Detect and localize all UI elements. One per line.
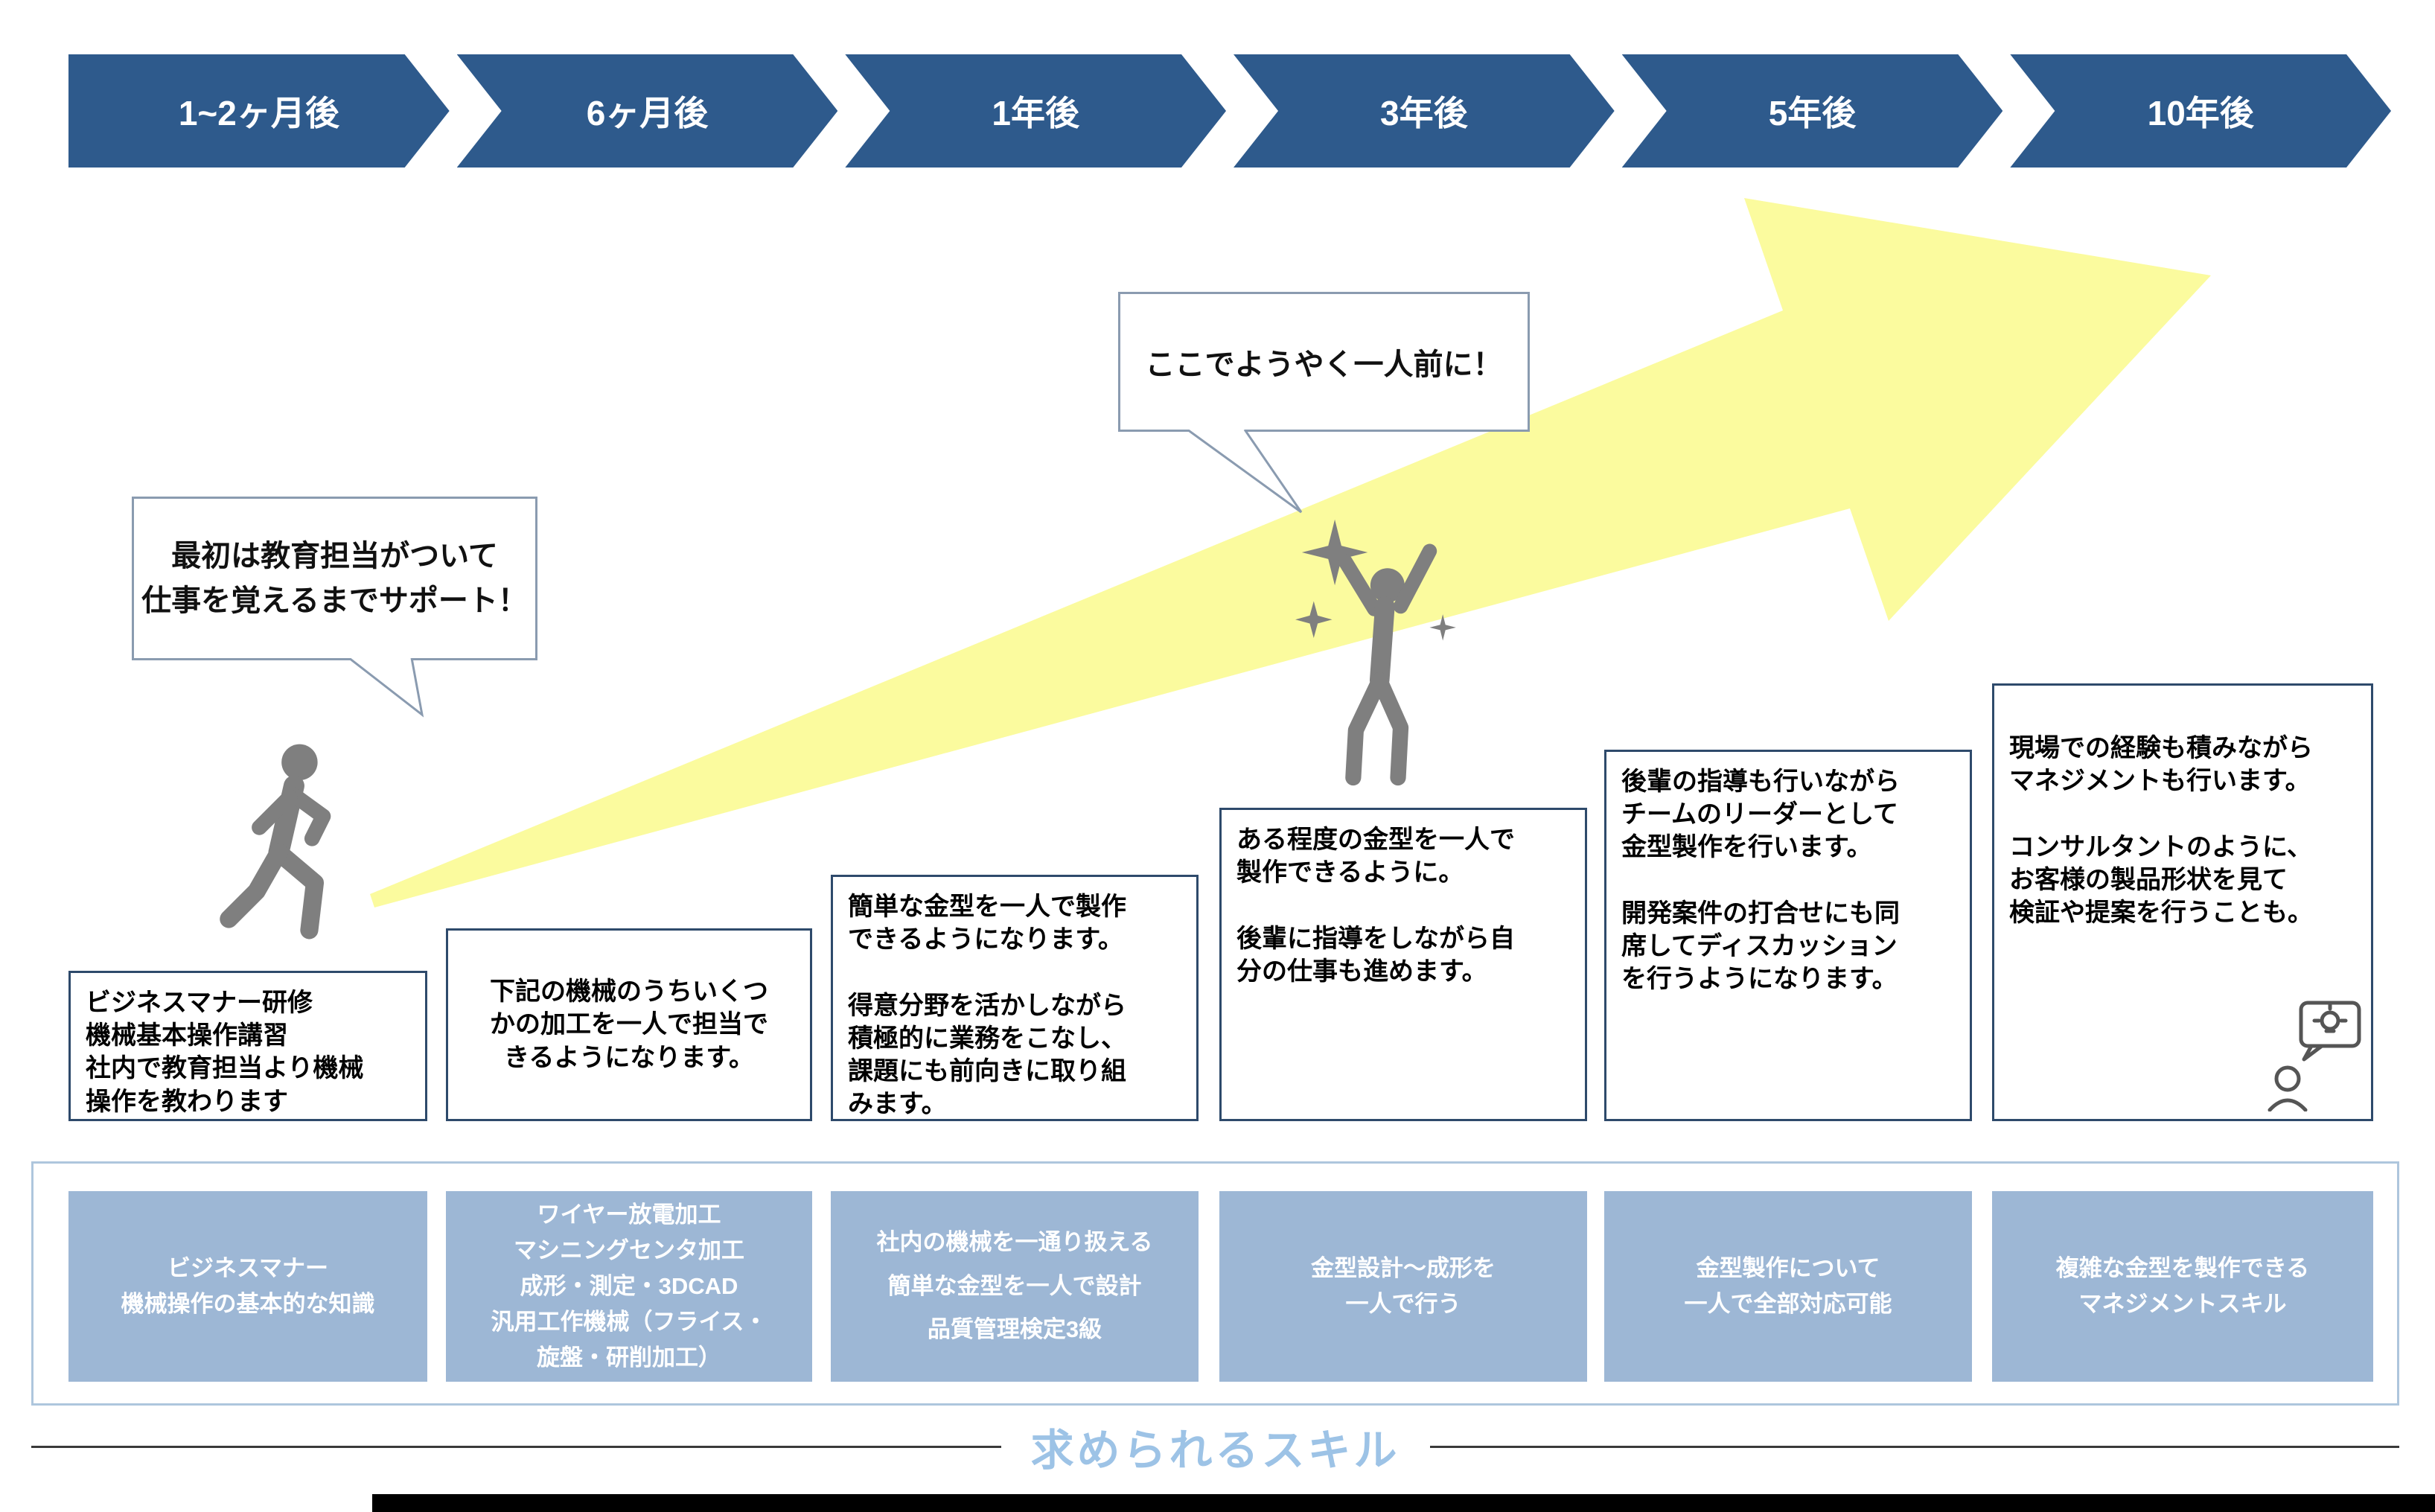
divider-line-right [1429, 1445, 2400, 1448]
fullfledged-speech-bubble: ここでようやく一人前に！ [1118, 292, 1530, 432]
stage-box-1-2-months: ビジネスマナー研修 機械基本操作講習 社内で教育担当より機械 操作を教わります [68, 971, 427, 1121]
skill-box-4: 金型設計～成形を 一人で行う [1219, 1191, 1587, 1382]
divider-line-left [31, 1445, 1001, 1448]
skill-box-1: ビジネスマナー 機械操作の基本的な知識 [68, 1191, 427, 1382]
timeline-step-3: 1年後 [845, 54, 1226, 168]
sparkles-icon [1295, 519, 1456, 641]
timeline-band: 1~2ヶ月後 6ヶ月後 1年後 3年後 5年後 10年後 [68, 54, 2391, 168]
skill-box-2: ワイヤー放電加工 マシニングセンタ加工 成形・測定・3DCAD 汎用工作機械（フ… [446, 1191, 812, 1382]
timeline-label: 1年後 [992, 94, 1079, 133]
timeline-step-4: 3年後 [1234, 54, 1615, 168]
stage-box-6-months: 下記の機械のうちいくつ かの加工を一人で担当で きるようになります。 [446, 928, 812, 1121]
skill-box-3: 社内の機械を一通り扱える 簡単な金型を一人で設計 品質管理検定3級 [831, 1191, 1199, 1382]
timeline-step-6: 10年後 [2010, 54, 2391, 168]
timeline-label: 5年後 [1768, 94, 1857, 133]
stage-text: 現場での経験も積みながら マネジメントも行います。 コンサルタントのように、 お… [2009, 734, 2313, 928]
walking-person-icon [220, 744, 331, 940]
timeline-step-5: 5年後 [1622, 54, 2003, 168]
support-speech-bubble: 最初は教育担当がついて 仕事を覚えるまでサポート！ [132, 497, 537, 660]
bottom-black-bar [372, 1494, 2435, 1512]
stage-box-3-years: ある程度の金型を一人で 製作できるように。 後輩に指導をしながら自 分の仕事も進… [1219, 808, 1587, 1121]
celebrating-person-icon [1295, 519, 1456, 786]
speech-bubble-tail [1187, 430, 1303, 514]
timeline-label: 6ヶ月後 [586, 94, 709, 133]
consultant-idea-icon [2268, 1001, 2361, 1111]
stage-box-1-year: 簡単な金型を一人で製作 できるようになります。 得意分野を活かしながら 積極的に… [831, 875, 1199, 1121]
timeline-label: 1~2ヶ月後 [178, 94, 339, 133]
stage-box-10-years: 現場での経験も積みながら マネジメントも行います。 コンサルタントのように、 お… [1992, 683, 2373, 1121]
skills-title-row: 求められるスキル [31, 1420, 2400, 1475]
skills-section-title: 求められるスキル [1030, 1426, 1400, 1475]
timeline-step-2: 6ヶ月後 [457, 54, 838, 168]
skill-box-5: 金型製作について 一人で全部対応可能 [1604, 1191, 1972, 1382]
timeline-label: 10年後 [2147, 94, 2254, 133]
skill-box-6: 複雑な金型を製作できる マネジメントスキル [1992, 1191, 2373, 1382]
speech-bubble-tail [348, 658, 424, 718]
timeline-label: 3年後 [1380, 94, 1468, 133]
stage-box-5-years: 後輩の指導も行いながら チームのリーダーとして 金型製作を行います。 開発案件の… [1604, 750, 1972, 1121]
timeline-step-1: 1~2ヶ月後 [68, 54, 450, 168]
